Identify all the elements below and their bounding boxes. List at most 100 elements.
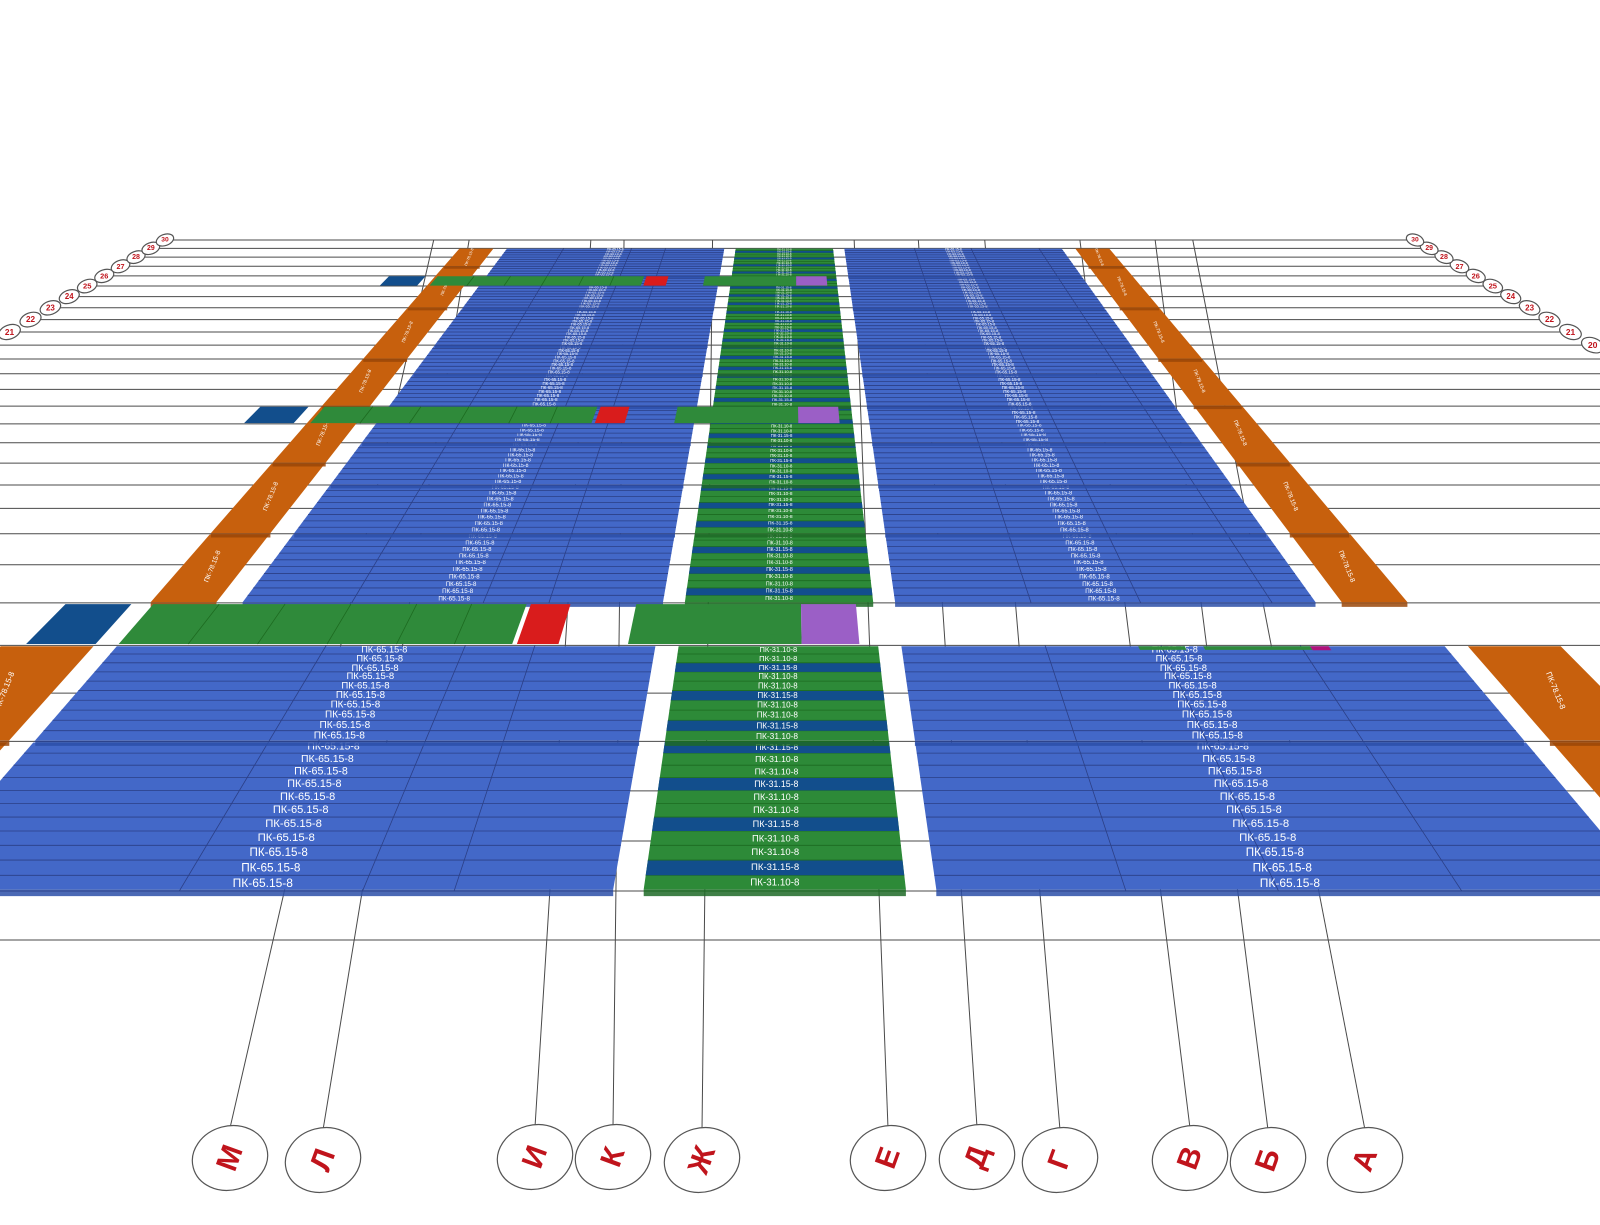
grid-bubble-Б: Б [1229,1126,1307,1194]
edge-beam-label: ПК-78.15-8 [464,248,475,267]
hollow-slab-field-right-edge [885,533,1266,538]
slab-label-narrow: ПК-31.10-8 [756,731,798,741]
grid-bubble-23-right: 23 [1518,300,1541,316]
grid-bubble-label: 22 [26,315,36,324]
narrow-slab-dark [722,338,844,342]
slab-label-right: ПК-65.15-8 [1164,671,1212,682]
slab-label-right: ПК-65.15-8 [1019,427,1043,433]
slab-label-narrow: ПК-31.15-8 [773,366,792,370]
slab-label-left: ПК-65.15-8 [562,341,583,346]
slab-label-left: ПК-65.15-8 [301,753,354,765]
grid-bubble-23-left: 23 [39,300,62,316]
slab-label-left: ПК-65.15-8 [553,358,575,363]
narrow-slab-field-edge [721,344,844,348]
slab-label-left: ПК-65.15-8 [544,377,567,382]
grid-bubble-label: 26 [1472,271,1480,280]
slab-label-left: ПК-65.15-8 [585,293,604,297]
narrow-slab-dark [691,546,868,554]
slab-label-narrow: ПК-31.10-8 [754,792,799,802]
slab-label-left: ПК-65.15-8 [319,720,370,731]
slab-label-right: ПК-65.15-8 [1005,393,1028,398]
grid-bubble-label: 27 [1455,262,1463,271]
slab-label-right: ПК-65.15-8 [1002,385,1025,390]
slab-label-right: ПК-65.15-8 [1058,521,1086,527]
narrow-slab-field-edge [701,484,860,489]
grid-bubble-30-left: 30 [155,233,175,247]
hollow-slab-field-right-edge [936,889,1600,897]
slab-label-narrow: ПК-31.10-8 [752,833,799,844]
slab-label-narrow: ПК-31.10-8 [769,491,793,496]
slab-label-left: ПК-65.15-8 [534,397,558,402]
grid-bubble-26-right: 26 [1465,268,1486,284]
slab-label-left: ПК-65.15-8 [589,285,607,289]
slab-label-left: ПК-65.15-8 [557,351,579,356]
slab-label-right: ПК-65.15-8 [959,280,977,284]
slab-label-right: ПК-65.15-8 [1050,502,1078,508]
slab-label-right: ПК-65.15-8 [989,355,1011,360]
slab-label-narrow: ПК-31.10-8 [777,247,792,251]
slab-label-narrow: ПК-31.15-8 [756,742,799,752]
hollow-slab-field-right-edge [872,442,1201,447]
slab-label-narrow: ПК-31.10-8 [770,463,793,468]
slab-label-right: ПК-65.15-8 [1202,753,1255,765]
hollow-slab-field-right-edge [852,307,1104,311]
infill-red [594,406,630,424]
slab-label-narrow: ПК-31.10-8 [755,754,798,764]
grid-bubble-label: 21 [1566,327,1576,337]
slab-label-left: ПК-65.15-8 [287,778,341,790]
grid-bubbles: 1122334455667788991010111112121313141415… [0,233,1600,1194]
slab-label-right: ПК-65.15-8 [945,247,962,251]
grid-bubble-25-right: 25 [1482,278,1504,294]
slab-label-right: ПК-65.15-8 [1197,742,1249,753]
slab-label-narrow: ПК-31.15-8 [775,319,792,323]
slab-label-narrow: ПК-31.10-8 [759,645,797,654]
slab-label-right: ПК-65.15-8 [1246,846,1304,859]
slab-label-narrow: ПК-31.15-8 [775,302,792,306]
slab-label-right: ПК-65.15-8 [951,261,968,265]
narrow-slab-dark [670,690,885,701]
grid-bubble-Е: Е [849,1124,927,1192]
infill-green [674,406,799,424]
slab-label-right: ПК-65.15-8 [1052,508,1080,514]
hollow-slab-field-left-edge [0,889,614,897]
hollow-slab-field-left-edge [294,533,675,538]
slab-label-right: ПК-65.15-8 [980,331,1001,336]
slab-label-left: ПК-65.15-8 [571,322,591,327]
slab-label-narrow: ПК-31.10-8 [768,514,793,520]
narrow-slab-dark [725,319,842,323]
narrow-slab-dark [715,385,849,390]
slab-label-right: ПК-65.15-8 [960,283,978,287]
slab-label-right: ПК-65.15-8 [1260,876,1321,890]
slab-label-narrow: ПК-31.15-8 [776,270,791,274]
slab-label-right: ПК-65.15-8 [1226,804,1282,816]
hollow-slab-field-right [915,742,1600,890]
slab-label-narrow: ПК-31.10-8 [758,681,798,690]
edge-beam-right [1467,646,1600,741]
slab-label-left: ПК-65.15-8 [472,527,501,533]
slab-label-left: ПК-65.15-8 [566,331,587,336]
slab-label-right: ПК-65.15-8 [1177,700,1227,711]
slab-label-right: ПК-65.15-8 [1016,419,1040,424]
grid-bubble-label: 29 [1425,245,1433,252]
slab-label-left: ПК-65.15-8 [548,369,570,374]
slab-label-narrow: ПК-31.10-8 [775,322,792,326]
edge-beam-left-edge [407,307,448,311]
slab-label-narrow: ПК-31.10-8 [758,672,797,681]
narrow-slab-dark [689,566,870,574]
slab-label-narrow: ПК-31.10-8 [775,313,792,317]
slab-label-right: ПК-65.15-8 [966,299,985,303]
slab-label-left: ПК-65.15-8 [459,553,489,559]
slab-label-left: ПК-65.15-8 [265,818,322,830]
slab-label-narrow: ПК-31.10-8 [777,259,792,263]
slab-label-left: ПК-65.15-8 [577,310,596,314]
grid-bubble-24-right: 24 [1500,289,1522,305]
slab-label-left: ПК-65.15-8 [465,540,494,546]
slab-label-left: ПК-65.15-8 [307,742,359,753]
slab-label-narrow: ПК-31.10-8 [757,701,798,710]
slab-label-right: ПК-65.15-8 [961,285,979,289]
infill-green [628,604,802,644]
slab-label-narrow: ПК-31.10-8 [767,553,793,559]
grid-bubble-Л: Л [284,1126,362,1194]
hollow-slab-field-right-edge [866,405,1175,410]
